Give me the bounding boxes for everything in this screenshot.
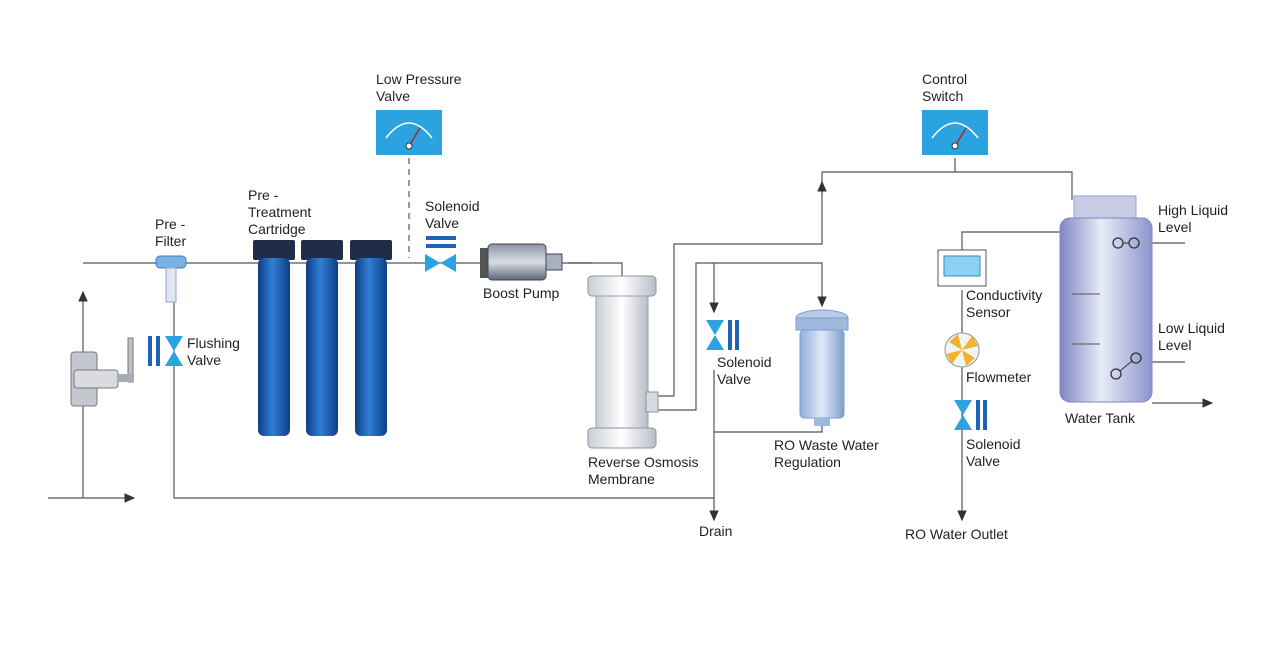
drain-label: Drain	[699, 523, 733, 539]
cartridge-1	[253, 240, 295, 436]
solenoid-valve-outlet[interactable]	[954, 400, 987, 430]
conductivity-sensor	[937, 249, 987, 287]
waste-to-drain-pipe	[714, 420, 823, 433]
low-level-switch	[1110, 352, 1142, 380]
ro-membrane	[587, 275, 659, 449]
tank-to-sensor-pipe	[961, 231, 1062, 250]
flowmeter-label: Flowmeter	[966, 369, 1032, 385]
pre-treatment-cartridges	[253, 240, 392, 436]
control-switch-gauge	[922, 110, 988, 155]
boost-pump-label: Boost Pump	[483, 285, 560, 301]
water-tank	[1059, 195, 1153, 403]
water-tank-label: Water Tank	[1065, 410, 1136, 426]
high-level-switch	[1112, 237, 1140, 249]
low-pressure-gauge	[376, 110, 442, 155]
pump-to-membrane-pipe	[568, 262, 623, 276]
ro-waste-regulator	[795, 309, 849, 426]
cartridge-2	[301, 240, 343, 436]
concentrate-pipe	[658, 262, 827, 411]
pre-filter	[155, 255, 187, 303]
control-line	[821, 171, 1073, 200]
flushing-valve[interactable]	[148, 336, 183, 366]
inlet-ball-valve[interactable]	[70, 337, 134, 407]
pre-filter-label: Pre -Filter	[155, 216, 187, 249]
flowmeter	[944, 332, 980, 368]
boost-pump	[480, 243, 563, 281]
solenoid-valve-top[interactable]	[425, 236, 456, 272]
cartridge-3	[350, 240, 392, 436]
ro-outlet-label: RO Water Outlet	[905, 526, 1008, 542]
solenoid-valve-mid[interactable]	[706, 320, 739, 350]
permeate-pipe	[658, 182, 823, 397]
